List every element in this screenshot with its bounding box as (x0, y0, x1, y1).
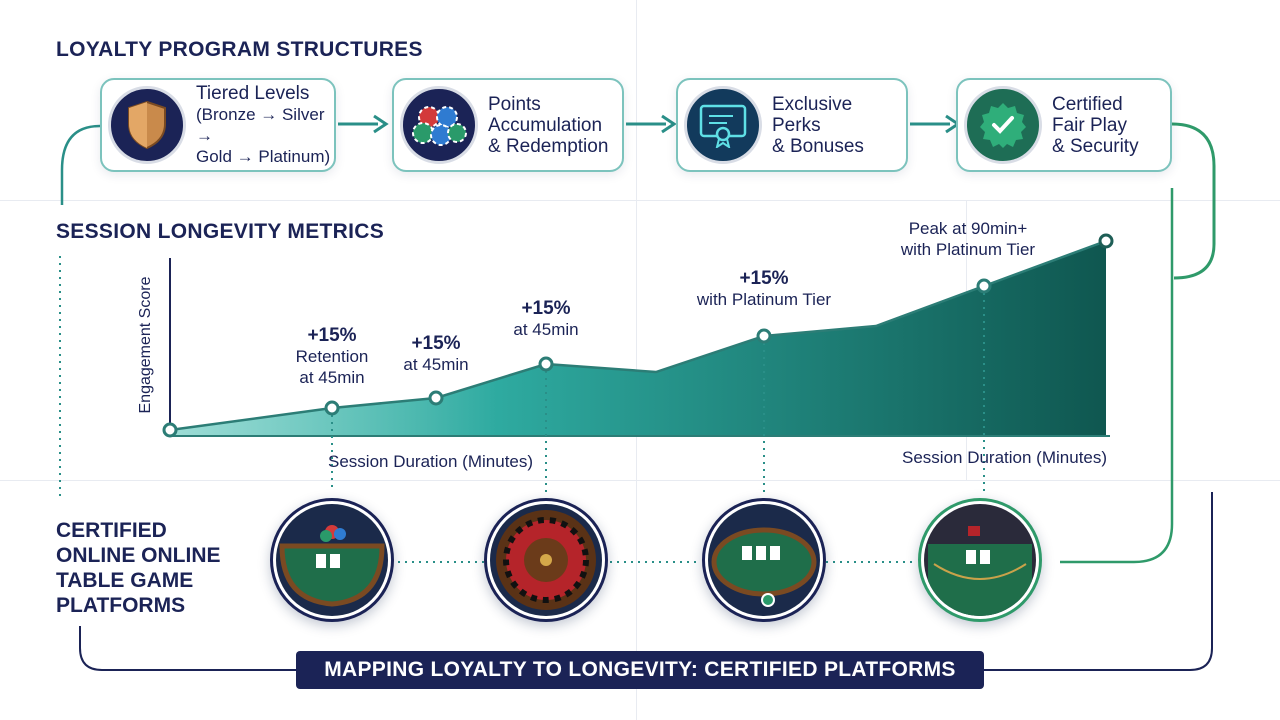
annotation-line: with Platinum Tier (900, 240, 1036, 259)
bottom-frame (79, 626, 296, 671)
card-line: & Security (1052, 135, 1139, 157)
arrow-right-icon (910, 114, 961, 134)
card-line: & Bonuses (772, 135, 864, 157)
card-line: Tiered Levels (196, 83, 310, 104)
card-tiered-levels[interactable]: Tiered Levels (Bronze → Silver → Gold → … (100, 78, 336, 172)
annotation-value: +15% (739, 268, 789, 289)
card-text: Exclusive Perks & Bonuses (772, 94, 906, 157)
annotation-label: +15% at 45min (376, 333, 496, 375)
annotation-value: +15% (411, 333, 461, 354)
footer-banner: MAPPING LOYALTY TO LONGEVITY: CERTIFIED … (296, 651, 984, 689)
platform-blackjack-table[interactable] (270, 498, 394, 622)
card-line: Points (488, 93, 541, 115)
platforms-title-line: PLATFORMS (56, 594, 186, 617)
card-text: Tiered Levels (Bronze → Silver → Gold → … (196, 83, 334, 167)
card-line: Exclusive Perks (772, 93, 853, 136)
card-subline: (Bronze → Silver → (196, 105, 325, 145)
platforms-title-line: CERTIFIED (56, 519, 167, 542)
annotation-line: at 45min (299, 368, 365, 387)
annotation-value: +15% (307, 325, 357, 346)
baccarat-table-icon (924, 504, 1036, 616)
card-subline: Gold → Platinum) (196, 147, 331, 166)
left-connector (60, 124, 101, 205)
card-exclusive-perks[interactable]: Exclusive Perks & Bonuses (676, 78, 908, 172)
right-connector-upper (1171, 122, 1216, 280)
card-line: & Redemption (488, 135, 609, 157)
annotation-line: Retention (295, 347, 369, 366)
platform-baccarat-table[interactable] (918, 498, 1042, 622)
x-axis-title: Session Duration (Minutes) (902, 448, 1108, 467)
platform-poker-table[interactable] (702, 498, 826, 622)
platforms-section-title: CERTIFIED ONLINE ONLINE TABLE GAME PLATF… (56, 518, 221, 618)
card-line: Accumulation (488, 114, 603, 136)
annotation-line: at 45min (513, 320, 579, 339)
card-certified-fair-play[interactable]: Certified Fair Play & Security (956, 78, 1172, 172)
poker-table-icon (708, 504, 820, 616)
annotation-label: Peak at 90min+ with Platinum Tier (880, 218, 1056, 260)
data-point (324, 400, 340, 416)
metrics-section-title: SESSION LONGEVITY METRICS (56, 220, 384, 243)
data-point (976, 278, 992, 294)
data-point (1098, 233, 1114, 249)
data-point (756, 328, 772, 344)
annotation-label: +15% at 45min (486, 298, 606, 340)
platforms-title-line: TABLE GAME (56, 569, 194, 592)
annotation-line: at 45min (403, 355, 469, 374)
annotation-label: +15% with Platinum Tier (674, 268, 854, 310)
data-point (162, 422, 178, 438)
check-badge-icon (964, 86, 1042, 164)
annotation-label: +15% Retention at 45min (262, 325, 402, 388)
card-text: Points Accumulation & Redemption (488, 94, 608, 157)
loyalty-section-title: LOYALTY PROGRAM STRUCTURES (56, 38, 423, 61)
poker-chips-icon (400, 86, 478, 164)
right-connector-lower (1060, 188, 1174, 564)
shield-icon (108, 86, 186, 164)
arrow-right-icon (338, 114, 389, 134)
card-line: Fair Play (1052, 114, 1127, 136)
card-points[interactable]: Points Accumulation & Redemption (392, 78, 624, 172)
platform-roulette-wheel[interactable] (484, 498, 608, 622)
grid-line (0, 480, 1280, 481)
blackjack-table-icon (276, 504, 388, 616)
arrow-right-icon (626, 114, 677, 134)
roulette-wheel-icon (490, 504, 602, 616)
card-text: Certified Fair Play & Security (1052, 94, 1139, 157)
annotation-line: with Platinum Tier (696, 290, 832, 309)
platforms-title-line: ONLINE ONLINE (56, 544, 221, 567)
data-point (538, 356, 554, 372)
card-line: Certified (1052, 93, 1123, 115)
grid-line (636, 0, 637, 720)
grid-line (0, 200, 1280, 201)
data-point (428, 390, 444, 406)
annotation-value: +15% (521, 298, 571, 319)
annotation-line: Peak at 90min+ (908, 219, 1028, 238)
certificate-icon (684, 86, 762, 164)
y-axis-title: Engagement Score (137, 276, 154, 414)
x-axis-title: Session Duration (Minutes) (328, 452, 534, 471)
